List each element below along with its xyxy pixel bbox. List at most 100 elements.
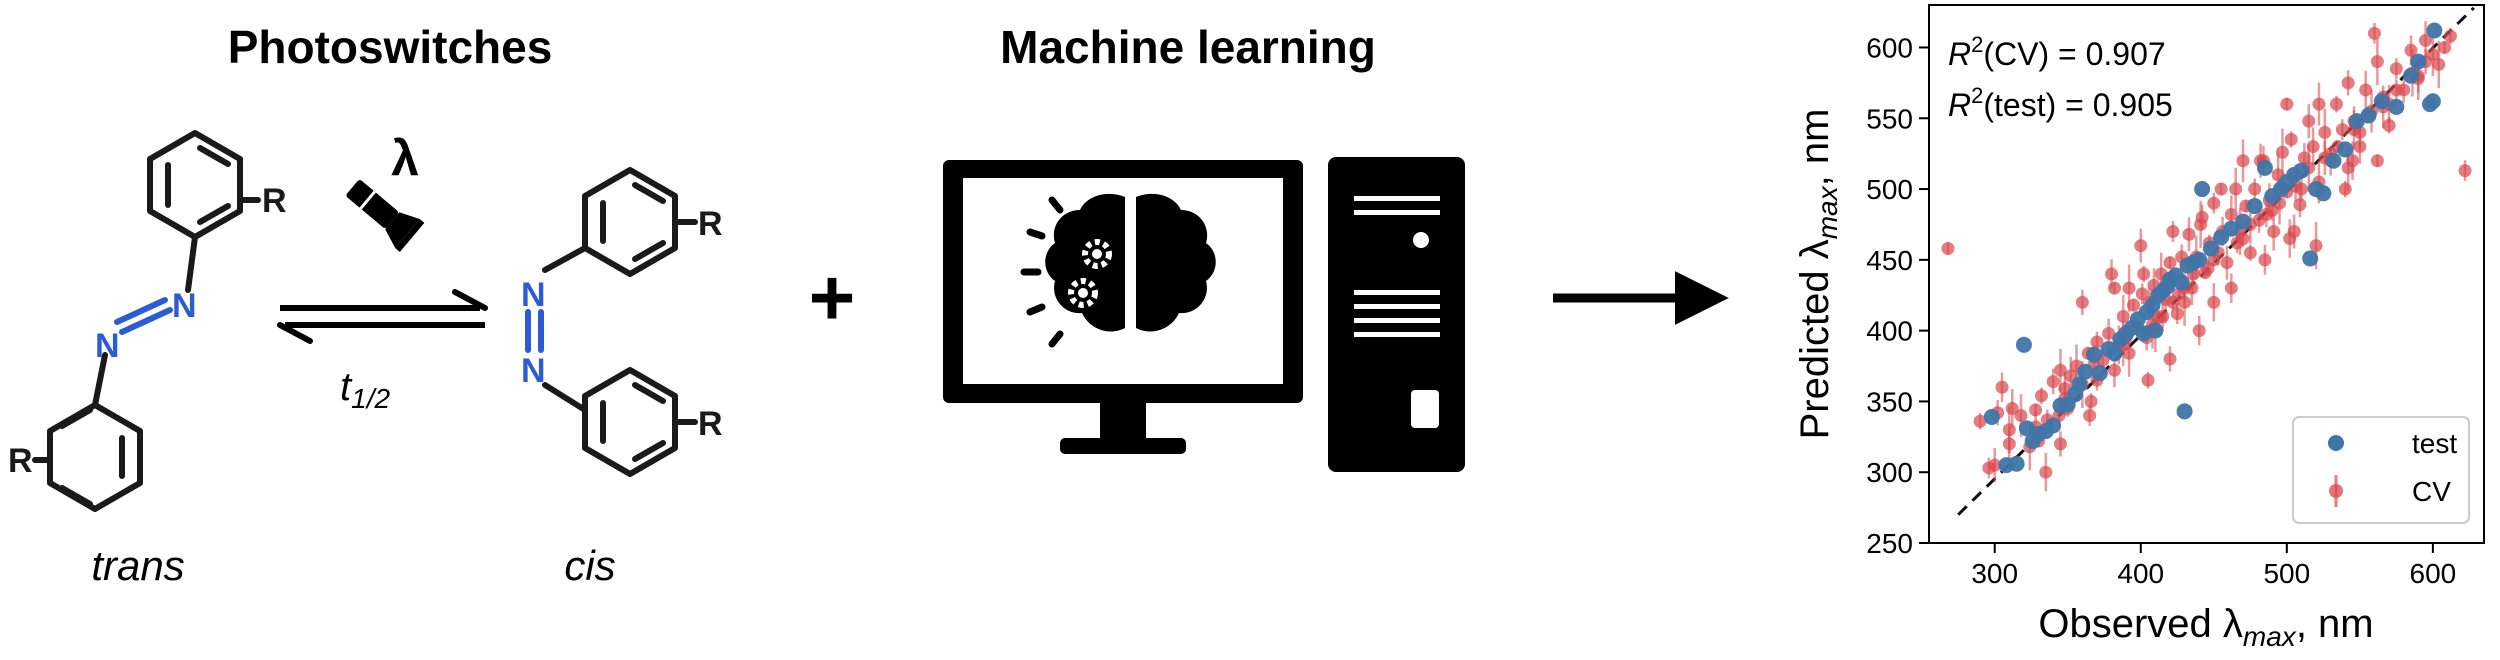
cv-point [2083, 409, 2097, 423]
cv-point [2075, 295, 2089, 309]
test-point [2173, 274, 2190, 291]
chart-legend: test CV [2292, 416, 2470, 524]
r2-test-annotation: R2(test) = 0.905 [1948, 83, 2173, 123]
cv-point [2214, 182, 2228, 196]
r2-test-symbol: R [1948, 87, 1971, 123]
cv-point [2419, 33, 2433, 47]
r2-cv-value: (CV) = 0.907 [1983, 36, 2165, 72]
cv-point [2302, 114, 2316, 128]
trans-upper-ring-double-bond-3 [197, 203, 231, 225]
test-point [2337, 141, 2354, 158]
cv-point [2107, 281, 2121, 295]
test-point [2202, 240, 2219, 257]
cv-point [2046, 375, 2060, 389]
cv-point [2370, 55, 2384, 69]
r2-test-value: (test) = 0.905 [1983, 87, 2172, 123]
forward-arrow-head [452, 289, 488, 311]
monitor-neck [1100, 403, 1146, 439]
test-point [2106, 345, 2123, 362]
cv-point [2338, 182, 2352, 196]
cv-point [2116, 309, 2130, 323]
test-point [2426, 22, 2443, 39]
y-tick-label: 500 [1866, 174, 1913, 205]
y-axis-label-subscript: max [1812, 185, 1843, 239]
cis-lower-ring-double-bond-2 [632, 382, 666, 404]
y-axis-label-unit: , nm [1793, 109, 1837, 187]
test-point [2194, 181, 2211, 198]
test-point [2302, 250, 2319, 267]
cv-point [2156, 309, 2170, 323]
cv-point [2283, 232, 2297, 246]
y-axis-label: Predicted λmax, nm [1793, 109, 1843, 440]
x-axis-label-unit: , nm [2296, 602, 2374, 646]
cis-n1-label: N [521, 276, 546, 314]
cis-lower-r-label: R [698, 405, 723, 443]
cv-point [2207, 196, 2221, 210]
cv-point [2275, 145, 2289, 159]
half-life-main: t [340, 365, 353, 409]
cv-point [2135, 287, 2149, 301]
test-point [2077, 363, 2094, 380]
machine-learning-panel: Machine learning [943, 21, 1465, 472]
test-point [2223, 220, 2240, 237]
test-point [2373, 93, 2390, 110]
cv-point [2248, 182, 2262, 196]
cv-point [2259, 208, 2273, 222]
cv-point [2002, 423, 2016, 437]
y-tick-label: 250 [1866, 528, 1913, 559]
cis-upper-ring-double-bond-3 [632, 240, 666, 262]
cv-point [2220, 256, 2234, 270]
cis-n2-label: N [521, 352, 546, 390]
test-point [2315, 185, 2332, 202]
x-axis-label-main: Observed λ [2038, 602, 2243, 646]
half-life-label: t1/2 [340, 365, 390, 414]
cv-point [2166, 225, 2180, 239]
x-tick-label: 300 [1971, 558, 2018, 589]
cis-upper-ring-double-bond-2 [632, 182, 666, 204]
cv-point [2170, 307, 2184, 321]
test-point [1983, 408, 2000, 425]
test-point [2147, 322, 2164, 339]
photoswitches-title: Photoswitches [228, 21, 553, 73]
trans-lower-benzene-ring [47, 402, 143, 512]
test-point [2086, 346, 2103, 363]
cv-point [1941, 242, 1955, 256]
cis-upper-r-label: R [698, 205, 723, 243]
cv-point [2243, 246, 2257, 260]
cv-point [1995, 380, 2009, 394]
y-tick-label: 450 [1866, 245, 1913, 276]
cis-lower-n-bond [542, 382, 588, 413]
cv-point [2359, 83, 2373, 97]
cv-point [2134, 239, 2148, 253]
cv-point [2034, 389, 2048, 403]
lambda-symbol: λ [391, 130, 419, 186]
cv-point [2163, 256, 2177, 270]
cv-point [2105, 267, 2119, 281]
test-point [2071, 376, 2088, 393]
cv-point [2107, 363, 2121, 377]
trans-n-n-double-bond-a [119, 307, 173, 335]
cv-point [2230, 236, 2244, 250]
legend-cv-label: CV [2412, 476, 2451, 507]
y-tick-label: 300 [1866, 457, 1913, 488]
test-point [2410, 53, 2427, 70]
test-point [2360, 107, 2377, 124]
x-axis-label: Observed λmax, nm [2038, 602, 2373, 652]
cv-point [2432, 57, 2446, 71]
test-point [2246, 198, 2263, 215]
cv-point [2090, 335, 2104, 349]
cis-azobenzene-structure [525, 167, 698, 477]
y-tick-label: 350 [1866, 386, 1913, 417]
cv-point [2172, 287, 2186, 301]
cv-point [2207, 295, 2221, 309]
test-point [2424, 93, 2441, 110]
test-point [2015, 336, 2032, 353]
cv-point [2084, 394, 2098, 408]
cv-point [2370, 154, 2384, 168]
cv-point [1988, 458, 2002, 472]
machine-learning-title: Machine learning [1000, 21, 1376, 73]
equilibrium-arrows [277, 289, 488, 344]
legend-test-marker [2328, 435, 2344, 451]
cv-point [2367, 26, 2381, 40]
cv-point [2443, 29, 2457, 43]
